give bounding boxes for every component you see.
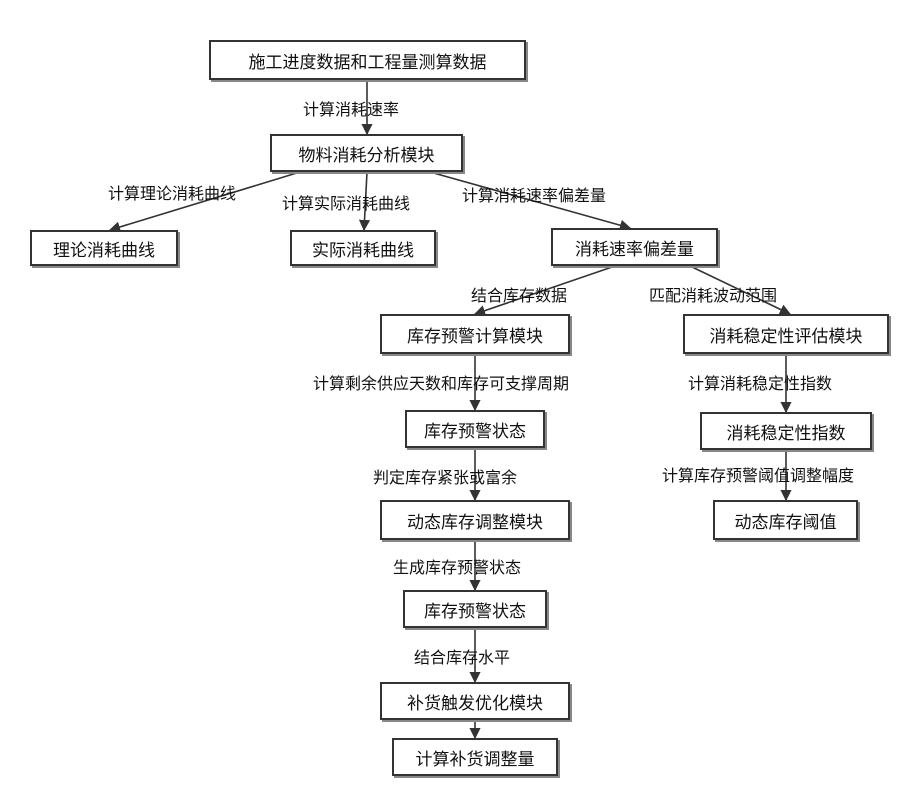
- edge-label-threshold-adjustment: 计算库存预警阈值调整幅度: [662, 462, 854, 486]
- edge-label-stability-index: 计算消耗稳定性指数: [688, 370, 832, 394]
- edge-label-generate-warning: 生成库存预警状态: [393, 554, 521, 578]
- node-actual-curve: 实际消耗曲线: [290, 230, 436, 266]
- edge-label-theoretical-curve: 计算理论消耗曲线: [108, 180, 236, 204]
- node-stability-evaluation-module: 消耗稳定性评估模块: [683, 314, 889, 354]
- node-inventory-warning-status: 库存预警状态: [405, 410, 545, 448]
- node-replenishment-module: 补货触发优化模块: [380, 682, 570, 720]
- edge-label-fluctuation-range: 匹配消耗波动范围: [649, 282, 777, 306]
- node-inventory-warning-status-2: 库存预警状态: [403, 590, 547, 628]
- node-rate-deviation: 消耗速率偏差量: [551, 228, 718, 266]
- edge-label-inventory-level: 结合库存水平: [414, 644, 510, 668]
- edge-label-consumption-rate: 计算消耗速率: [303, 96, 399, 120]
- edge-label-tight-or-surplus: 判定库存紧张或富余: [373, 464, 517, 488]
- node-theoretical-curve: 理论消耗曲线: [30, 230, 178, 266]
- node-inventory-warning-module: 库存预警计算模块: [380, 314, 570, 354]
- node-construction-data: 施工进度数据和工程量测算数据: [209, 40, 526, 80]
- node-material-consumption-module: 物料消耗分析模块: [270, 134, 463, 172]
- node-stability-index: 消耗稳定性指数: [700, 412, 872, 450]
- edge-label-supply-days: 计算剩余供应天数和库存可支撑周期: [313, 370, 569, 394]
- edge-label-actual-curve: 计算实际消耗曲线: [282, 190, 410, 214]
- edge-label-rate-deviation: 计算消耗速率偏差量: [462, 182, 606, 206]
- node-dynamic-inventory-threshold: 动态库存阈值: [713, 500, 858, 540]
- node-dynamic-inventory-module: 动态库存调整模块: [380, 500, 570, 540]
- node-replenishment-adjustment: 计算补货调整量: [392, 738, 558, 776]
- edge-label-inventory-data: 结合库存数据: [471, 282, 567, 306]
